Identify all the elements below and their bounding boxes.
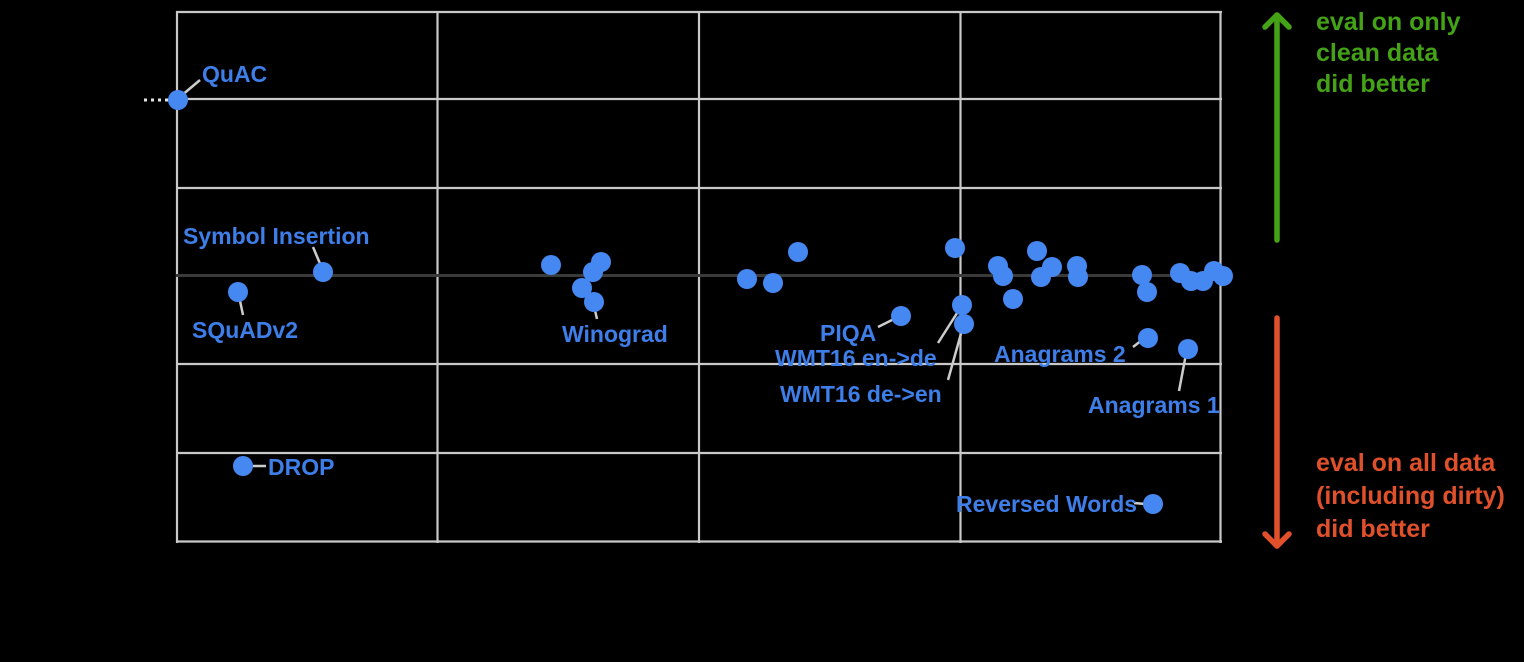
data-point [1137,282,1157,302]
data-point [1143,494,1163,514]
data-point [572,278,592,298]
data-point [541,255,561,275]
dirty-better-note-line3: did better [1316,515,1430,543]
data-point [952,295,972,315]
data-point [313,262,333,282]
clean-better-note-line2: clean data [1316,39,1439,67]
point-label-anagrams-2: Anagrams 2 [994,341,1126,367]
point-label-winograd: Winograd [562,321,668,347]
label-leader-line [946,329,964,381]
clean-better-note-line3: did better [1316,70,1430,98]
data-point [168,90,188,110]
point-label-piqa: PIQA [820,320,877,346]
point-label-squadv2: SQuADv2 [192,317,299,343]
point-label-quac: QuAC [202,61,268,87]
data-point [737,269,757,289]
dirty-better-note-line1: eval on all data [1316,449,1496,477]
label-leader-line [936,309,961,344]
data-point [1178,339,1198,359]
dirty-better-note: eval on all data (including dirty) did b… [1316,447,1505,546]
data-point [584,292,604,312]
data-point [993,266,1013,286]
point-label-symbol-insertion: Symbol Insertion [183,223,370,249]
data-point [583,262,603,282]
point-label-anagrams-1: Anagrams 1 [1088,392,1220,418]
point-label-reversed-words: Reversed Words [956,491,1138,517]
point-label-wmt16-en-de: WMT16 en->de [775,345,937,371]
data-point [1138,328,1158,348]
data-point [1003,289,1023,309]
point-label-drop: DROP [268,454,335,480]
data-point [788,242,808,262]
data-point [763,273,783,293]
data-point [891,306,911,326]
data-point [1213,266,1233,286]
data-point [1027,241,1047,261]
label-leader-line [1177,353,1188,392]
dirty-better-note-line2: (including dirty) [1316,482,1505,510]
clean-better-note: eval on only clean data did better [1316,7,1460,100]
data-point [1068,267,1088,287]
data-point [1132,265,1152,285]
clean-better-note-line1: eval on only [1316,8,1461,36]
data-point [233,456,253,476]
point-label-wmt16-de-en: WMT16 de->en [780,381,942,407]
data-point [228,282,248,302]
clean-better-up-arrow-icon [1262,12,1292,30]
data-point [954,314,974,334]
data-point [1042,257,1062,277]
data-point [945,238,965,258]
dirty-better-down-arrow-icon [1262,531,1292,549]
